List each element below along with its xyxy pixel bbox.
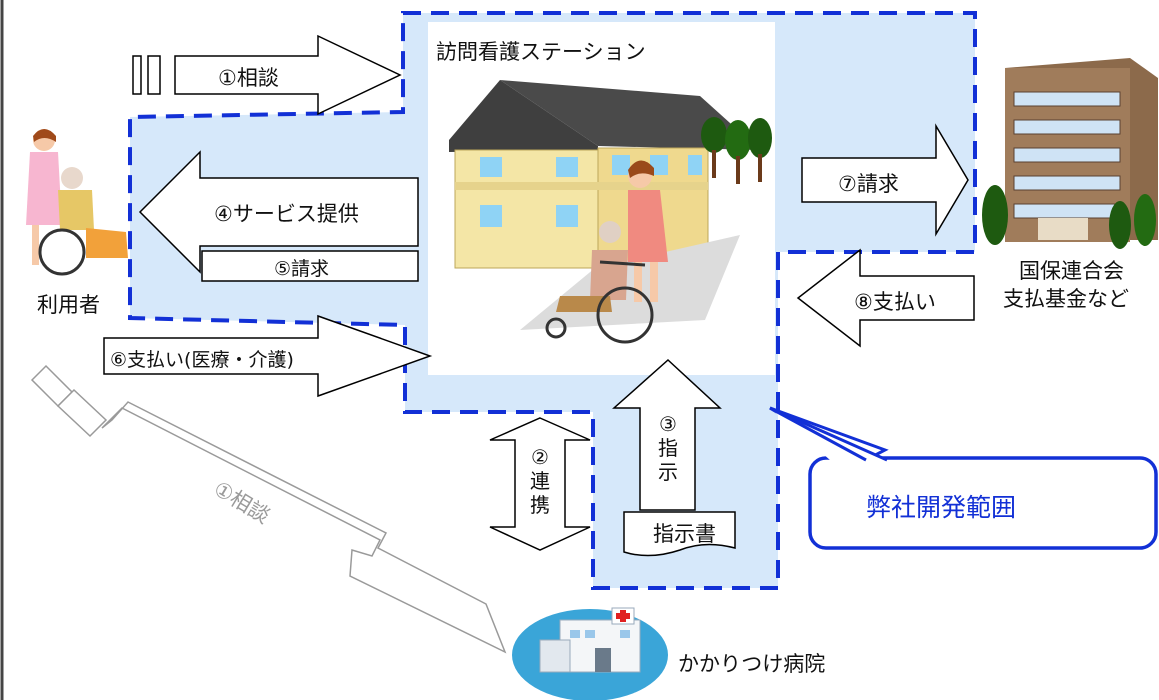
arrow-coordinate <box>489 417 591 551</box>
arrow-payment-user <box>103 314 433 398</box>
scope-callout <box>769 406 1158 550</box>
bill-user-label: ⑤請求 <box>274 258 330 280</box>
instruction-document-icon <box>623 511 736 557</box>
service-label: ④サービス提供 <box>214 202 359 226</box>
arrow-service <box>138 150 419 274</box>
box-bill-user <box>201 250 419 282</box>
payment-insurer-label: ⑧支払い <box>854 290 936 314</box>
station-title: 訪問看護ステーション <box>436 40 646 64</box>
user-wheelchair-icon <box>26 129 128 276</box>
service-user-label: 利用者 <box>37 293 100 317</box>
insurer-building-icon <box>982 58 1158 249</box>
arrow-consult-hospital <box>30 364 507 654</box>
payment-user-label: ⑥支払い(医療・介護) <box>110 349 294 371</box>
insurer-label-line2: 支払基金など <box>1003 287 1129 311</box>
instruct-label: ③ 指 示 <box>658 412 678 484</box>
nurse-wheelchair-icon <box>545 160 668 344</box>
arrow-consult <box>132 34 402 116</box>
arrow-instruct <box>612 358 722 511</box>
hospital-label: かかりつけ病院 <box>678 652 826 676</box>
bill-insurer-label: ⑦請求 <box>838 172 899 196</box>
insurer-label-line1: 国保連合会 <box>1019 259 1124 283</box>
arrow-bill-insurer <box>801 123 969 237</box>
arrow-payment-insurer <box>796 248 975 348</box>
coordinate-label: ② 連 携 <box>530 445 550 517</box>
document-label: 指示書 <box>653 522 716 546</box>
consult-label: ①相談 <box>218 66 279 90</box>
trees-icon <box>701 117 772 184</box>
scope-callout-label: 弊社開発範囲 <box>866 493 1017 522</box>
hospital-icon <box>512 607 668 700</box>
